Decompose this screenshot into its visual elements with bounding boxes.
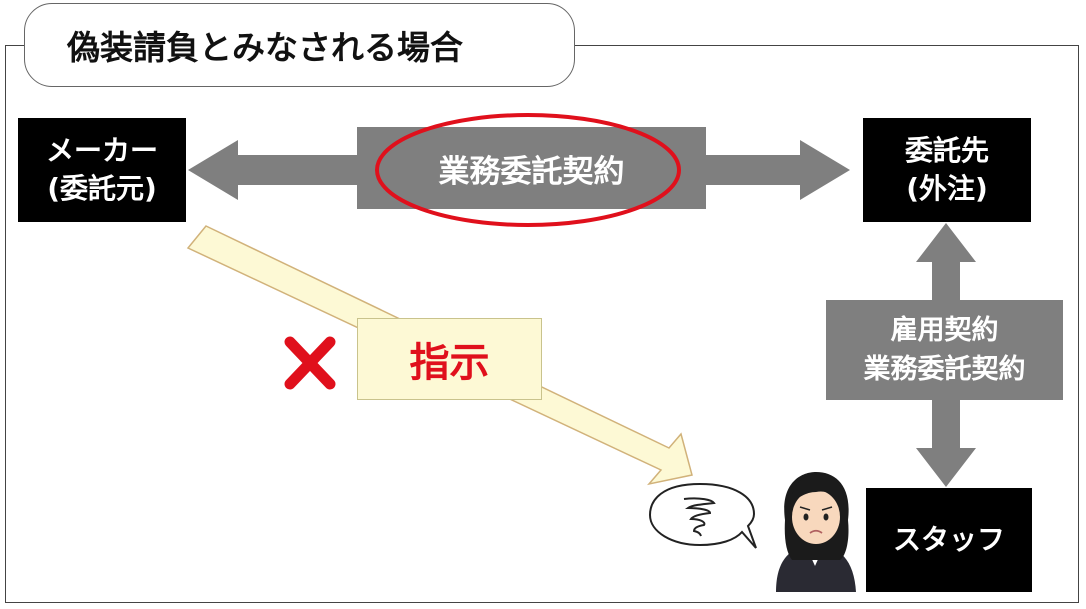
node-outsource: 委託先 (外注) <box>863 118 1031 222</box>
node-outsource-line2: (外注) <box>906 172 988 205</box>
node-outsource-line1: 委託先 <box>904 134 989 168</box>
node-staff-label: スタッフ <box>892 523 1005 557</box>
edge-contract-text: 業務委託契約 <box>438 153 625 190</box>
confused-swirl-icon <box>648 482 757 549</box>
node-maker-line1: メーカー <box>45 134 158 168</box>
diagram-title: 偽装請負とみなされる場合 <box>24 3 575 87</box>
worried-woman-icon <box>776 472 856 592</box>
node-staff: スタッフ <box>866 488 1032 592</box>
edge-instruction-label: 指示 <box>357 318 542 400</box>
edge-contract-label: 業務委託契約 <box>357 127 706 209</box>
diagram-title-text: 偽装請負とみなされる場合 <box>67 28 463 67</box>
highlight-ellipse <box>375 113 681 227</box>
node-maker: メーカー (委託元) <box>18 118 186 222</box>
edge-employment-label: 雇用契約 業務委託契約 <box>826 300 1063 400</box>
edge-instruction-text: 指示 <box>409 340 490 386</box>
edge-employment-line2: 業務委託契約 <box>863 354 1026 385</box>
node-maker-line2: (委託元) <box>47 172 157 205</box>
cross-mark-icon <box>284 336 336 390</box>
edge-employment-line1: 雇用契約 <box>890 314 999 346</box>
